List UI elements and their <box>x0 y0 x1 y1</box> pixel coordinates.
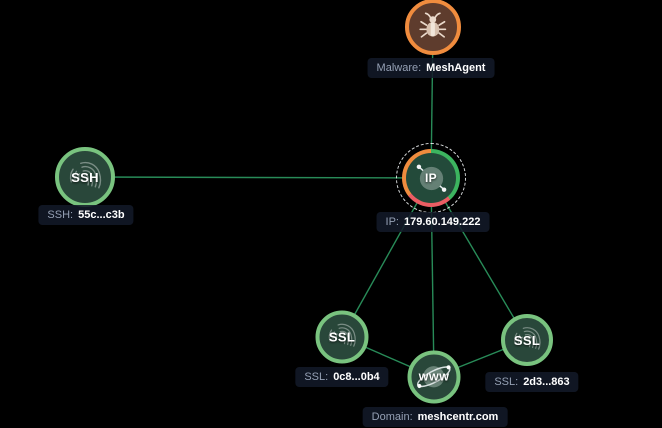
badge-value: 2d3...863 <box>523 376 570 388</box>
node-ssl-left[interactable]: SSL <box>315 310 369 364</box>
node-ssh[interactable]: SSH <box>55 147 115 207</box>
node-www-label-text: WWW <box>418 371 450 383</box>
malware-badge: Malware: MeshAgent <box>367 58 495 78</box>
domain-badge: Domain: meshcentr.com <box>362 407 508 427</box>
node-ssh-label-text: SSH <box>71 169 99 185</box>
badge-prefix: Domain: <box>371 411 413 423</box>
ip-badge: IP: 179.60.149.222 <box>376 212 490 232</box>
badge-prefix: SSH: <box>47 209 74 221</box>
badge-value: 179.60.149.222 <box>403 216 481 228</box>
badge-prefix: SSL: <box>304 371 329 383</box>
bug-icon <box>419 12 447 38</box>
badge-value: MeshAgent <box>426 62 486 74</box>
node-www[interactable]: WWW <box>407 350 461 404</box>
node-ip-fill: IP <box>406 153 456 203</box>
badge-prefix: SSL: <box>494 376 519 388</box>
badge-value: 55c...c3b <box>78 209 125 221</box>
node-ssl-right-label-text: SSL <box>513 332 541 348</box>
node-ip[interactable]: IP <box>396 143 466 213</box>
ssl-right-badge: SSL: 2d3...863 <box>485 372 579 392</box>
badge-prefix: Malware: <box>376 62 422 74</box>
badge-prefix: IP: <box>385 216 399 228</box>
badge-value: meshcentr.com <box>417 411 499 423</box>
graph-edge <box>84 176 432 179</box>
ssl-left-badge: SSL: 0c8...0b4 <box>295 367 389 387</box>
node-malware[interactable] <box>405 0 461 55</box>
node-ssl-left-label-text: SSL <box>328 329 356 345</box>
badge-value: 0c8...0b4 <box>333 371 380 383</box>
ssh-badge: SSH: 55c...c3b <box>38 205 134 225</box>
node-ssl-right[interactable]: SSL <box>501 314 553 366</box>
node-ip-label-text: IP <box>425 171 437 185</box>
